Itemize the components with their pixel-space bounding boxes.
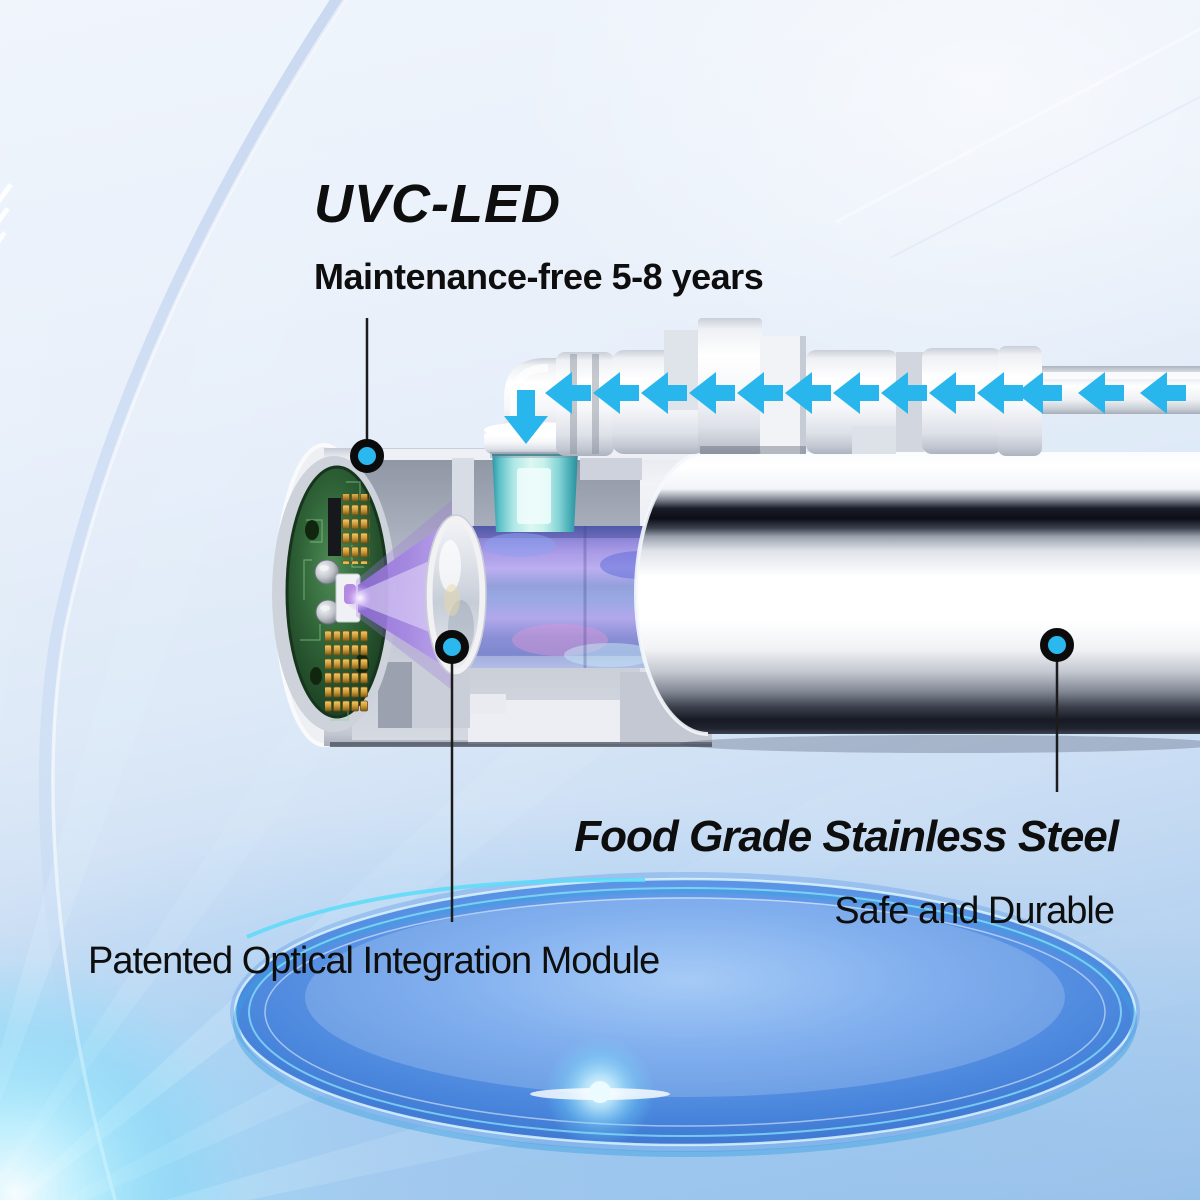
- stainless-steel-heading: Food Grade Stainless Steel: [574, 812, 1119, 861]
- glass-platform: [230, 872, 1140, 1157]
- uvc-led-subheading: Maintenance-free 5-8 years: [314, 256, 764, 297]
- fitting-step: [852, 426, 896, 454]
- circuit-board: [285, 465, 389, 721]
- callout-dot-icon: [350, 439, 384, 473]
- uvc-led-heading: UVC-LED: [314, 174, 561, 234]
- stainless-steel-tube: [634, 450, 1200, 753]
- gold-pin-array: [325, 628, 369, 712]
- capacitor: [315, 599, 341, 625]
- uv-sterilizer-device: [272, 318, 1200, 753]
- capacitor: [314, 559, 340, 585]
- callout-dot-icon: [1040, 628, 1074, 662]
- callout-dot-icon: [435, 630, 469, 664]
- stainless-steel-subheading: Safe and Durable: [834, 890, 1115, 932]
- pin-connector: [328, 498, 341, 556]
- water-inlet-window: [492, 448, 578, 532]
- corner-glow: [0, 959, 249, 1200]
- gold-pin-array: [342, 494, 370, 564]
- callout-markers: [350, 318, 1074, 922]
- optical-module-label: Patented Optical Integration Module: [88, 940, 660, 982]
